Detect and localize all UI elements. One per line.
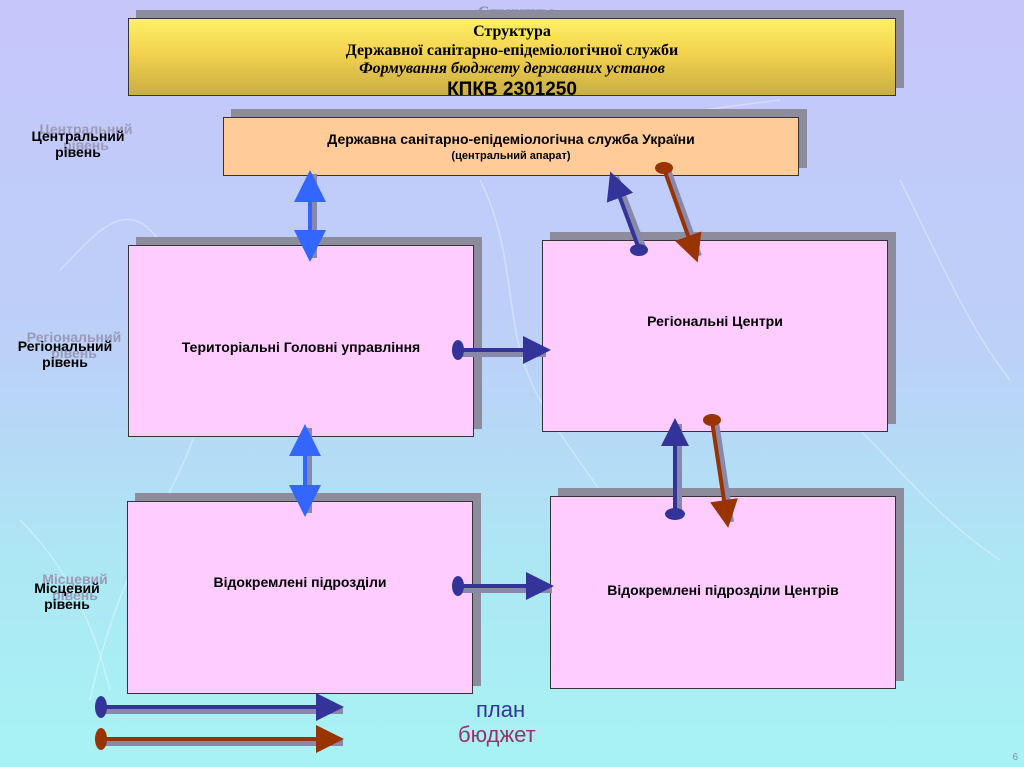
regional-centers-box: Регіональні Центри	[542, 240, 888, 432]
separate-units-label: Відокремлені підрозділи	[213, 574, 387, 590]
local-level-label-shadow: Місцевий рівень	[42, 571, 108, 603]
title-kpkv: КПКВ 2301250	[447, 79, 577, 100]
separate-units-centers-box: Відокремлені підрозділи Центрів	[550, 496, 896, 689]
title-structure: Структура	[473, 23, 551, 40]
legend-budget-label: бюджет	[458, 722, 536, 747]
page-number: 6	[1012, 752, 1018, 763]
central-service-name: Державна санітарно-епідеміологічна служб…	[327, 131, 695, 147]
title-box: Структура Державної санітарно-епідеміоло…	[128, 18, 896, 100]
local-level-label: Місцевий рівень	[34, 580, 100, 612]
regional-centers-label: Регіональні Центри	[647, 313, 783, 329]
title-budget-formation: Формування бюджету державних установ	[359, 60, 665, 77]
central-apparatus-note: (центральний апарат)	[451, 150, 571, 162]
regional-level-label-shadow: Регіональний рівень	[26, 329, 122, 361]
territorial-main-departments-box: Територіальні Головні управління	[128, 245, 474, 437]
central-service-box: Державна санітарно-епідеміологічна служб…	[223, 117, 799, 176]
title-shadow-text: Структура	[478, 4, 556, 21]
central-level-label: Центральний рівень	[31, 128, 125, 160]
central-level-label-shadow: Центральний рівень	[39, 121, 133, 153]
legend-plan-label: план	[476, 697, 526, 722]
territorial-main-departments-label: Територіальні Головні управління	[181, 339, 421, 355]
separate-units-centers-label: Відокремлені підрозділи Центрів	[607, 582, 839, 598]
title-service: Державної санітарно-епідеміологічної слу…	[345, 42, 679, 59]
regional-level-label: Регіональний рівень	[17, 338, 113, 370]
separate-units-box: Відокремлені підрозділи	[127, 501, 473, 694]
